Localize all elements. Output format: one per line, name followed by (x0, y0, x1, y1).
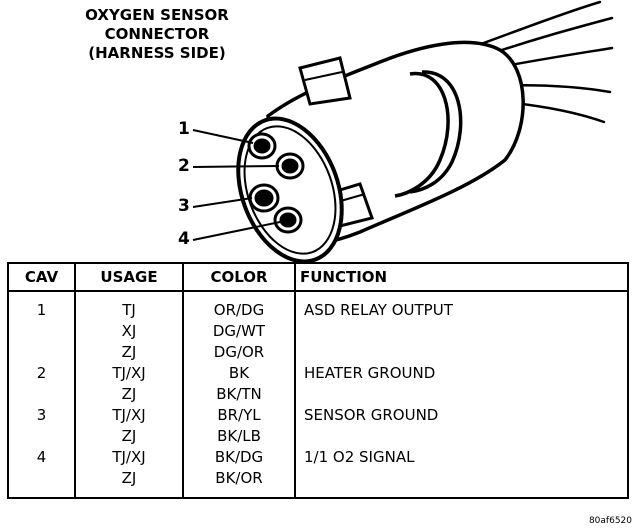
cell-usage: TJ/XJ (112, 406, 146, 424)
header-cav: CAV (7, 262, 76, 292)
cavity-3 (248, 183, 280, 213)
title-line-2: CONNECTOR (104, 25, 210, 43)
cell-color: BK/LB (217, 427, 261, 445)
cell-color: BK (228, 364, 250, 382)
cell-cav: 1 (36, 301, 47, 319)
cell-cav: 3 (36, 406, 47, 424)
cell-usage: TJ (122, 301, 136, 319)
leader-line-4 (192, 221, 281, 241)
connector-illustration (192, 0, 614, 262)
cell-usage: ZJ (121, 385, 137, 403)
cell-function (296, 321, 627, 342)
cell-color: OR/DG (213, 301, 265, 319)
header-color: COLOR (182, 262, 296, 292)
cell-color: BK/TN (216, 385, 262, 403)
cell-function (296, 384, 627, 405)
cavity-table: CAV USAGE COLOR FUNCTION 1 2 3 4 (7, 262, 629, 499)
cav-column: 1 2 3 4 (7, 291, 76, 499)
header-function: FUNCTION (294, 262, 629, 292)
cell-usage: ZJ (121, 427, 137, 445)
cell-usage: ZJ (121, 343, 137, 361)
figure-id: 80af6520 (588, 516, 632, 526)
cell-cav: 4 (36, 448, 47, 466)
cell-function: SENSOR GROUND (304, 406, 439, 424)
cavity-2 (275, 152, 305, 180)
pin-label-4: 4 (178, 229, 190, 249)
pin-label-1: 1 (178, 119, 190, 139)
cell-usage: TJ/XJ (112, 448, 146, 466)
header-usage: USAGE (74, 262, 184, 292)
cell-function: HEATER GROUND (304, 364, 436, 382)
function-column: ASD RELAY OUTPUT HEATER GROUND SENSOR GR… (294, 291, 629, 499)
cell-cav (9, 384, 74, 405)
cell-function: ASD RELAY OUTPUT (304, 301, 453, 319)
color-column: OR/DG DG/WT DG/OR BK BK/TN BR/YL BK/LB B… (182, 291, 296, 499)
title-line-3: (HARNESS SIDE) (88, 44, 226, 62)
cell-function: 1/1 O2 SIGNAL (304, 448, 415, 466)
connector-cavities (247, 132, 305, 234)
pin-leader-lines (192, 129, 281, 241)
cell-color: DG/WT (212, 322, 266, 340)
usage-column: TJ XJ ZJ TJ/XJ ZJ TJ/XJ ZJ TJ/XJ ZJ (74, 291, 184, 499)
leader-line-3 (192, 197, 253, 208)
table-row: 1 2 3 4 TJ XJ ZJ TJ/XJ ZJ TJ/XJ ZJ (7, 291, 629, 499)
cell-cav (9, 342, 74, 363)
pin-label-3: 3 (178, 196, 190, 216)
diagram-title: OXYGEN SENSOR CONNECTOR (HARNESS SIDE) (52, 6, 262, 63)
cell-function (296, 468, 627, 489)
cell-color: BK/OR (215, 469, 263, 487)
cell-cav: 2 (36, 364, 47, 382)
cell-cav (9, 468, 74, 489)
cell-color: DG/OR (213, 343, 265, 361)
cell-cav (9, 321, 74, 342)
table-header-row: CAV USAGE COLOR FUNCTION (7, 262, 629, 292)
cell-usage: TJ/XJ (112, 364, 146, 382)
title-line-1: OXYGEN SENSOR (85, 6, 229, 24)
cell-function (296, 426, 627, 447)
cell-color: BR/YL (217, 406, 261, 424)
cell-cav (9, 426, 74, 447)
cell-color: BK/DG (214, 448, 264, 466)
leader-line-1 (192, 129, 254, 144)
leader-line-2 (192, 165, 280, 168)
cavity-4 (273, 206, 303, 234)
cell-usage: ZJ (121, 469, 137, 487)
cavity-1 (247, 132, 277, 160)
cell-usage: XJ (121, 322, 137, 340)
pin-label-2: 2 (178, 156, 190, 176)
cell-function (296, 342, 627, 363)
